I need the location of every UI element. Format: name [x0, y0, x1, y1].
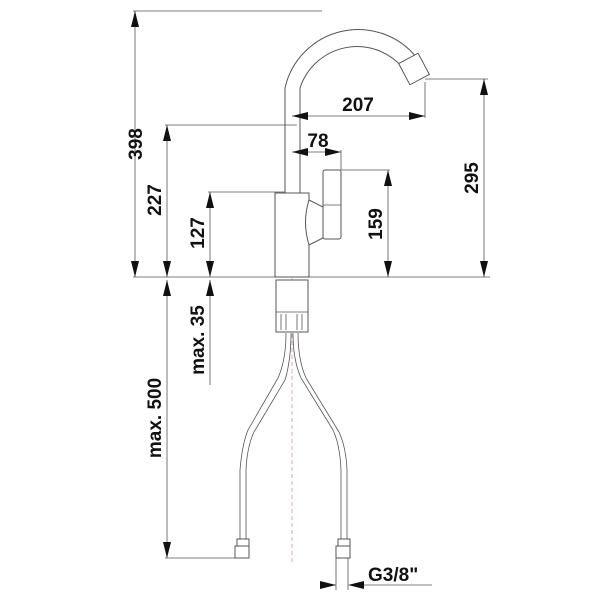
dimension-lines [131, 11, 488, 589]
handle-connector [305, 199, 324, 246]
dim-total-height: 398 [126, 128, 147, 160]
dim-body-height: 127 [188, 217, 209, 249]
dim-spout-reach: 207 [342, 95, 374, 116]
hose-nut-left [234, 545, 250, 559]
aerator-nozzle [397, 52, 431, 86]
lever-handle [322, 169, 342, 240]
dim-handle-height: 159 [366, 208, 387, 240]
dim-max-deck-thickness: max. 35 [188, 305, 209, 375]
mounting-shank [275, 279, 309, 333]
dim-spout-outlet-height: 295 [462, 162, 483, 194]
hose-fitting-right [337, 538, 351, 547]
extension-lines [133, 10, 490, 590]
hose-fitting-left [236, 538, 250, 547]
dim-tube-height: 227 [145, 184, 166, 216]
dim-max-hose-length: max. 500 [145, 378, 166, 458]
faucet-spout [284, 29, 431, 194]
dim-connection-thread: G3/8" [368, 565, 418, 586]
faucet-body [274, 192, 310, 278]
hose-nut-right [335, 545, 351, 559]
dim-handle-offset: 78 [307, 131, 328, 152]
supply-hoses [234, 332, 351, 559]
